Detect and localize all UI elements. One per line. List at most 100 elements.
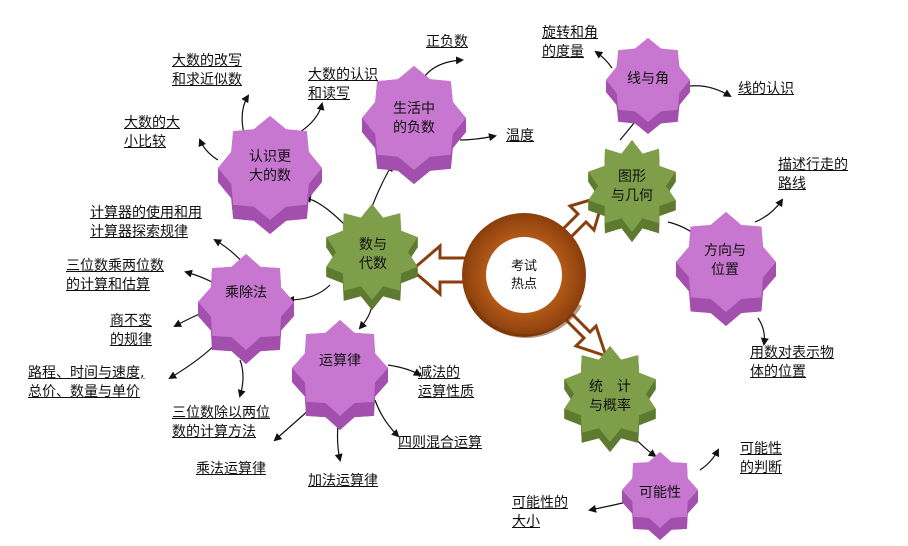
shape-fangxiang <box>676 212 776 326</box>
node-tong-ji-line1: 统 计 <box>589 379 631 395</box>
label-dashu-gaixie-line2: 和求近似数 <box>172 72 242 88</box>
label-xian-renshi: 线的认识 <box>738 80 794 99</box>
label-sanwei-chu-line2: 数的计算方法 <box>172 424 256 440</box>
label-dashu-renshi: 大数的认识 和读写 <box>308 66 378 104</box>
shape-tu-xing-face <box>588 140 676 232</box>
label-yongshu-line2: 体的位置 <box>750 364 806 380</box>
shape-tong-ji-face <box>564 346 656 442</box>
label-miaoshu: 描述行走的 路线 <box>778 156 848 194</box>
label-sanwei-chu-line1: 三位数除以两位 <box>172 405 270 421</box>
label-wendu-line1: 温度 <box>506 128 534 144</box>
node-shenghuo-fushu-line2: 的负数 <box>393 120 435 136</box>
node-fangxiang-line1: 方向与 <box>704 243 746 259</box>
shape-shu-yu-dai-shu <box>326 204 418 310</box>
node-tu-xing-yu-ji-he[interactable]: 图形 与几何 <box>600 168 664 206</box>
shape-shenghuo-fushu <box>362 66 466 184</box>
node-xian-yu-jiao-line1: 线与角 <box>627 71 669 87</box>
arrow-to-kenengxing-panduan <box>699 448 719 471</box>
label-dashu-bijiao-line1: 大数的大 <box>124 115 180 131</box>
node-shu-yu-dai-shu-line1: 数与 <box>359 237 387 253</box>
label-yongshu: 用数对表示物 体的位置 <box>750 344 834 382</box>
node-shenghuo-fushu[interactable]: 生活中 的负数 <box>382 100 446 138</box>
label-xuanzhuan-line1: 旋转和角 <box>542 25 598 41</box>
shape-yunsuanlv-face <box>292 320 388 416</box>
node-fangxiang-weizhi[interactable]: 方向与 位置 <box>693 242 757 280</box>
node-shu-yu-dai-shu[interactable]: 数与 代数 <box>345 236 401 274</box>
node-kenengxing[interactable]: 可能性 <box>630 484 690 503</box>
arrow-to-xian-renshi <box>689 85 732 98</box>
label-jisuanqi: 计算器的使用和用 计算器探索规律 <box>90 204 202 242</box>
shape-tu-xing <box>588 140 676 242</box>
label-dashu-bijiao: 大数的大 小比较 <box>124 114 180 152</box>
node-renshi-gengda-line2: 大的数 <box>249 168 291 184</box>
label-sanwei-cheng-line1: 三位数乘两位数 <box>66 258 164 274</box>
node-shu-yu-dai-shu-line2: 代数 <box>359 256 387 272</box>
label-dashu-gaixie-line1: 大数的改写 <box>172 53 242 69</box>
node-renshi-gengda-line1: 认识更 <box>249 149 291 165</box>
node-fangxiang-line2: 位置 <box>711 262 739 278</box>
label-kenengxing-panduan-line1: 可能性 <box>740 441 782 457</box>
label-kenengxing-daxiao-line2: 大小 <box>512 514 540 530</box>
node-tong-ji-yu-gai-lv[interactable]: 统 计 与概率 <box>578 378 642 416</box>
label-xuanzhuan-line2: 的度量 <box>542 44 584 60</box>
label-jisuanqi-line1: 计算器的使用和用 <box>90 205 202 221</box>
center-title: 考试 热点 <box>500 258 548 294</box>
label-dashu-renshi-line2: 和读写 <box>308 86 350 102</box>
label-yongshu-line1: 用数对表示物 <box>750 345 834 361</box>
arrow-to-chengchu <box>286 284 331 304</box>
label-kenengxing-daxiao: 可能性的 大小 <box>512 494 568 532</box>
label-jianfa-line2: 运算性质 <box>418 384 474 400</box>
arrow-to-dashu-bijiao <box>198 138 219 161</box>
label-wendu: 温度 <box>506 127 534 146</box>
shape-shu-yu-dai-shu-face <box>326 204 418 300</box>
node-yunsuanlv[interactable]: 运算律 <box>310 352 370 371</box>
center-ring <box>462 213 586 339</box>
arrow-to-dashu-renshi <box>299 102 325 133</box>
arrow-to-sanwei-chu <box>237 359 246 398</box>
arrow-to-sanwei-cheng <box>184 269 213 283</box>
label-miaoshu-line2: 路线 <box>778 176 806 192</box>
label-xian-renshi-line1: 线的认识 <box>738 81 794 97</box>
label-sanwei-cheng-line2: 的计算和估算 <box>66 277 150 293</box>
label-kenengxing-daxiao-line1: 可能性的 <box>512 495 568 511</box>
label-sanwei-chu: 三位数除以两位 数的计算方法 <box>172 404 270 442</box>
label-shang-bubian: 商不变 的规律 <box>110 312 152 350</box>
node-renshi-gengda[interactable]: 认识更 大的数 <box>238 148 302 186</box>
node-chengchu[interactable]: 乘除法 <box>216 284 276 303</box>
node-tu-xing-line1: 图形 <box>618 169 646 185</box>
label-lucheng-line2: 总价、数量与单价 <box>28 384 140 400</box>
shape-chengchu <box>198 254 294 364</box>
arrow-to-wendu <box>459 133 497 142</box>
arrow-to-shenghuo-fushu <box>369 163 394 213</box>
label-lucheng: 路程、时间与速度, 总价、数量与单价 <box>28 364 144 402</box>
label-lucheng-line1: 路程、时间与速度, <box>28 365 145 381</box>
label-jianfa-line1: 减法的 <box>418 365 460 381</box>
node-tong-ji-line2: 与概率 <box>589 398 631 414</box>
arrow-to-xuanzhuan <box>594 50 613 69</box>
label-jiafa-lv-line1: 加法运算律 <box>308 473 378 489</box>
shape-xian-yu-jiao <box>606 38 690 134</box>
node-kenengxing-line1: 可能性 <box>639 485 681 501</box>
label-chengfa-lv-line1: 乘法运算律 <box>196 461 266 477</box>
arrow-to-renshi-gengda <box>303 194 346 226</box>
shape-kenengxing-face <box>622 452 698 528</box>
arrow-to-jianfa <box>387 364 422 377</box>
node-xian-yu-jiao[interactable]: 线与角 <box>618 70 678 89</box>
label-miaoshu-line1: 描述行走的 <box>778 157 848 173</box>
arrow-to-sizehunhe <box>374 399 400 438</box>
node-tu-xing-line2: 与几何 <box>611 188 653 204</box>
center-line1: 考试 <box>510 259 537 274</box>
label-kenengxing-panduan: 可能性 的判断 <box>740 440 782 478</box>
shape-xian-yu-jiao-face <box>606 38 690 122</box>
label-kenengxing-panduan-line2: 的判断 <box>740 460 782 476</box>
nodes-layer <box>198 38 776 540</box>
label-zhengfushu: 正负数 <box>426 33 468 52</box>
label-xuanzhuan: 旋转和角 的度量 <box>542 24 598 62</box>
shape-chengchu-face <box>198 254 294 350</box>
label-jianfa: 减法的 运算性质 <box>418 364 474 402</box>
shape-fangxiang-face <box>676 212 776 312</box>
shape-shenghuo-fushu-face <box>362 66 466 170</box>
node-chengchu-line1: 乘除法 <box>225 285 267 301</box>
center-line2: 热点 <box>510 277 537 292</box>
label-jisuanqi-line2: 计算器探索规律 <box>90 224 188 240</box>
